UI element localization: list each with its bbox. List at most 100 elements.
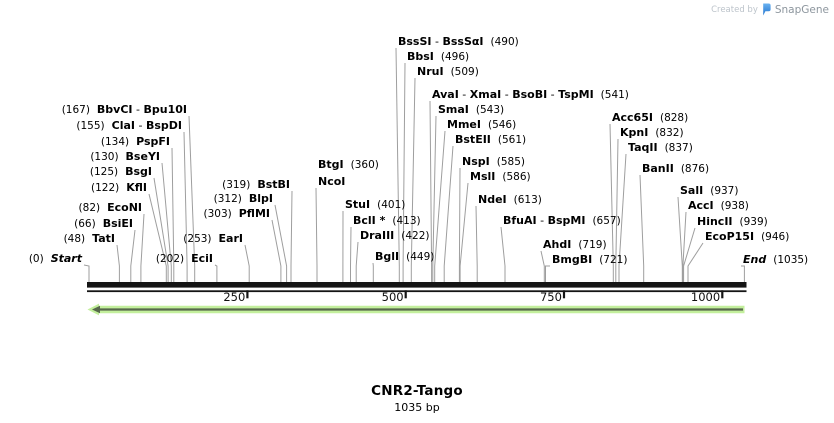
- leader-line: [687, 242, 704, 282]
- leader-line: [350, 226, 352, 282]
- cut-position: (413): [392, 215, 421, 227]
- ruler-label-1000: 1000: [690, 290, 721, 304]
- name-separator: -: [132, 103, 144, 116]
- cut-position: (496): [440, 51, 470, 63]
- enzyme-name: NspI: [462, 155, 490, 168]
- enzyme-name: BssSI: [398, 35, 432, 48]
- cut-position: (586): [502, 171, 531, 183]
- enzyme-name: SalI: [680, 184, 704, 197]
- cut-position: (422): [401, 230, 430, 242]
- enzyme-label-bsssi-bsss-i[interactable]: BssSI - BssSαI(490): [398, 35, 519, 49]
- enzyme-name: BglI: [375, 250, 400, 263]
- enzyme-label-nrui[interactable]: NruI(509): [417, 65, 479, 79]
- watermark-created-by-text: Created by: [711, 4, 758, 15]
- enzyme-name: PspFI: [136, 135, 170, 148]
- cut-position: (122): [90, 182, 120, 194]
- enzyme-label-kpni[interactable]: KpnI(832): [620, 126, 684, 140]
- cut-position: (1035): [773, 254, 809, 266]
- cut-position: (543): [475, 104, 505, 116]
- cut-position: (82): [78, 202, 101, 214]
- enzyme-label-kfli[interactable]: (122)KflI: [91, 181, 147, 195]
- boundary-label-end[interactable]: End(1035): [743, 253, 808, 267]
- cut-position: (202): [155, 253, 185, 265]
- cut-position: (303): [203, 208, 232, 220]
- enzyme-label-taqii[interactable]: TaqII(837): [628, 141, 693, 155]
- enzyme-label-bfuai-bspmi[interactable]: BfuAI - BspMI(657): [503, 214, 621, 228]
- cut-position: (253): [183, 233, 212, 245]
- leader-line: [153, 177, 169, 282]
- enzyme-label-stui[interactable]: StuI(401): [345, 198, 405, 212]
- enzyme-label-pspfi[interactable]: (134)PspFI: [101, 135, 170, 149]
- leader-line: [402, 62, 406, 282]
- enzyme-label-bbvci-bpu10i[interactable]: (167)BbvCI - Bpu10I: [62, 103, 187, 117]
- leader-line: [83, 264, 90, 282]
- enzyme-name: Bpu10I: [143, 103, 188, 116]
- enzyme-name: MslI: [470, 170, 496, 183]
- enzyme-label-bseyi[interactable]: (130)BseYI: [90, 150, 160, 164]
- enzyme-label-ndei[interactable]: NdeI(613): [478, 193, 542, 207]
- enzyme-label-nspi[interactable]: NspI (585): [462, 155, 525, 169]
- boundary-label-start[interactable]: (0)Start: [29, 252, 82, 266]
- snapgene-logo-icon: [763, 3, 771, 16]
- leader-line: [682, 211, 687, 282]
- enzyme-label-ahdi[interactable]: AhdI(719): [543, 238, 607, 252]
- enzyme-label-ncoi[interactable]: NcoI: [318, 175, 345, 189]
- leader-line: [500, 226, 506, 282]
- enzyme-name: BanII: [642, 162, 674, 175]
- enzyme-label-acci[interactable]: AccI(938): [688, 199, 749, 213]
- leader-line: [540, 250, 545, 282]
- enzyme-name: BstBI: [257, 178, 290, 191]
- enzyme-label-bsteii[interactable]: BstEII(561): [455, 133, 526, 147]
- sequence-bar: [87, 282, 747, 288]
- enzyme-label-sali[interactable]: SalI(937): [680, 184, 738, 198]
- cut-position: (490): [490, 36, 519, 48]
- enzyme-label-smai[interactable]: SmaI(543): [438, 103, 504, 117]
- leader-line: [475, 205, 478, 282]
- enzyme-label-tati[interactable]: (48) TatI: [64, 232, 115, 246]
- enzyme-label-ecii[interactable]: (202)EciI: [156, 252, 213, 266]
- leader-line: [609, 123, 614, 282]
- enzyme-label-ecop15i[interactable]: EcoP15I(946): [705, 230, 789, 244]
- enzyme-label-bsiei[interactable]: (66)BsiEI: [74, 217, 133, 231]
- enzyme-label-bsgi[interactable]: (125)BsgI: [90, 165, 152, 179]
- enzyme-label-msli[interactable]: MslI (586): [470, 170, 531, 184]
- cut-position: (938): [720, 200, 749, 212]
- enzyme-label-econi[interactable]: (82)EcoNI: [79, 201, 142, 215]
- cut-position: (130): [90, 151, 119, 163]
- enzyme-label-hincii[interactable]: HincII(939): [697, 215, 768, 229]
- watermark: Created by SnapGene: [711, 3, 829, 16]
- enzyme-label-eari[interactable]: (253)EarI: [183, 232, 243, 246]
- enzyme-label-btgi[interactable]: BtgI(360): [318, 158, 379, 172]
- enzyme-label-pflmi[interactable]: (303)PflMI: [204, 207, 271, 221]
- enzyme-label-draiii[interactable]: DraIII(422): [360, 229, 430, 243]
- enzyme-label-bmgbi[interactable]: BmgBI(721): [552, 253, 627, 267]
- enzyme-label-bgli[interactable]: BglI(449): [375, 250, 434, 264]
- enzyme-label-avai-xmai-bsobi-tspmi[interactable]: AvaI - XmaI - BsoBI - TspMI(541): [432, 88, 629, 102]
- sequence-baseline: [87, 290, 747, 293]
- enzyme-label-blpi[interactable]: (312)BlpI: [214, 192, 273, 206]
- leader-line: [429, 100, 433, 282]
- enzyme-name: BssSαI: [442, 35, 484, 48]
- enzyme-label-mmei[interactable]: MmeI(546): [447, 118, 516, 132]
- enzyme-name: BmgBI: [552, 253, 593, 266]
- name-separator: -: [458, 88, 470, 101]
- enzyme-name: BsoBI: [512, 88, 548, 101]
- cut-position: (360): [350, 159, 379, 171]
- enzyme-label-bstbi[interactable]: (319)BstBI: [222, 178, 290, 192]
- enzyme-label-bbsi[interactable]: BbsI(496): [407, 50, 469, 64]
- leader-line: [244, 244, 250, 282]
- enzyme-label-acc65i[interactable]: Acc65I(828): [612, 111, 688, 125]
- cut-position: (832): [655, 127, 684, 139]
- map-length: 1035 bp: [394, 401, 440, 414]
- cut-position: (48): [63, 233, 86, 245]
- leader-line: [116, 244, 120, 282]
- enzyme-label-banii[interactable]: BanII(876): [642, 162, 709, 176]
- enzyme-label-bcli[interactable]: BclI *(413): [353, 214, 421, 228]
- cut-position: (125): [89, 166, 119, 178]
- enzyme-label-clai-bspdi[interactable]: (155)ClaI - BspDI: [76, 119, 182, 133]
- cut-position: (155): [76, 120, 105, 132]
- cut-position: (585): [496, 156, 525, 168]
- ruler-tick: [721, 290, 724, 299]
- enzyme-name: TatI: [92, 232, 115, 245]
